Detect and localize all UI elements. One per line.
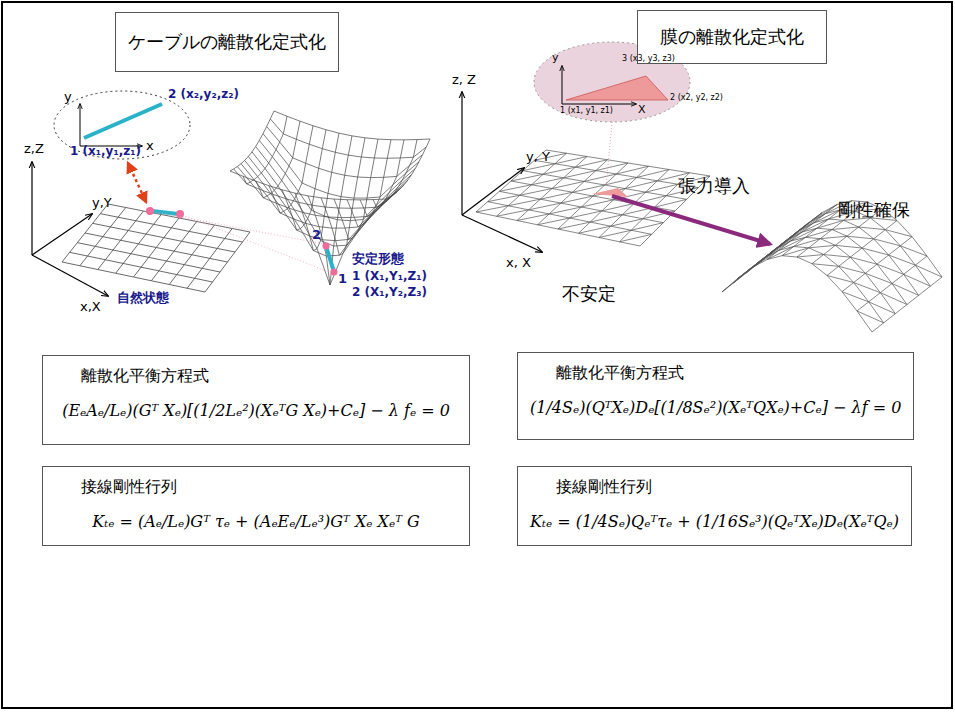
node-dot	[323, 243, 330, 250]
zoom-arrow	[128, 163, 146, 202]
axis-label: 2 (x2, y2, z2)	[670, 93, 723, 102]
membrane-element	[566, 76, 668, 100]
transform-arrow	[612, 196, 770, 244]
axis-label: x	[146, 139, 154, 154]
formula-heading: 離散化平衡方程式	[55, 366, 457, 387]
stage-label: 張力導入	[678, 176, 750, 197]
node-coordinate: 1 (x₁,y₁,z₁)	[70, 145, 141, 159]
axis-label: z,Z	[24, 142, 44, 157]
section-title-box: ケーブルの離散化定式化	[115, 12, 339, 72]
stable-cable-net	[230, 111, 430, 285]
formula-box: 離散化平衡方程式 (1/4Sₑ)(QᵀXₑ)Dₑ[(1/8Sₑ²)(XₑᵀQXₑ)…	[517, 352, 914, 440]
inset-ellipse	[534, 42, 690, 122]
node-coordinate: 1	[338, 272, 347, 287]
formula-heading: 接線剛性行列	[530, 477, 899, 498]
section-title: ケーブルの離散化定式化	[128, 30, 326, 54]
axis-label: y,Y	[92, 196, 112, 211]
formula: (EₑAₑ/Lₑ)(Gᵀ Xₑ)[(1/2Lₑ²)(XₑᵀG Xₑ)+Cₑ] −…	[55, 401, 457, 420]
axis-label: 1 (x1, y1, z1)	[560, 106, 613, 115]
node-coordinate: 2	[312, 228, 321, 243]
axis-label: z, Z	[452, 73, 476, 88]
formula-heading: 接線剛性行列	[55, 477, 457, 498]
formula-box: 接線剛性行列 Kₜₑ = (1/4Sₑ)Qₑᵀτₑ + (1/16Sₑ³)(Qₑᵀ…	[517, 466, 912, 546]
leader-line	[606, 122, 612, 188]
axis-label: y, Y	[526, 150, 550, 165]
axis-label: x, X	[506, 256, 531, 271]
formula-heading: 離散化平衡方程式	[530, 363, 901, 384]
formula: Kₜₑ = (Aₑ/Lₑ)Gᵀ τₑ + (AₑEₑ/Lₑ³)Gᵀ Xₑ Xₑᵀ…	[55, 512, 457, 531]
axis-label: x,X	[80, 300, 101, 315]
cable-element	[84, 104, 162, 138]
axis-label: y	[64, 90, 72, 105]
curved-membrane-mesh	[722, 201, 942, 332]
formula: Kₜₑ = (1/4Sₑ)Qₑᵀτₑ + (1/16Sₑ³)(QₑᵀXₑ)Dₑ(…	[530, 512, 899, 531]
axis-label: 3 (x3, y3, z3)	[622, 54, 675, 63]
flat-cable-net	[62, 204, 250, 292]
slide-frame	[2, 2, 952, 708]
inset-ellipse	[54, 91, 190, 159]
formula: (1/4Sₑ)(QᵀXₑ)Dₑ[(1/8Sₑ²)(XₑᵀQXₑ)+Cₑ] − λ…	[530, 398, 901, 417]
global-axes	[32, 162, 108, 296]
membrane-element	[592, 188, 628, 197]
leader-lines	[150, 211, 334, 274]
node-coordinate: 安定形態	[352, 252, 404, 267]
node-dot	[331, 269, 338, 276]
node-coordinate: 2 (x₂,y₂,z₂)	[168, 88, 239, 102]
global-axes	[462, 92, 542, 252]
section-title: 膜の離散化定式化	[660, 25, 804, 49]
flat-membrane-mesh	[476, 150, 710, 246]
node-coordinate: 2 (X₁,Y₂,Z₃)	[352, 286, 427, 300]
axis-label: y	[552, 52, 559, 65]
formula-box: 接線剛性行列 Kₜₑ = (Aₑ/Lₑ)Gᵀ τₑ + (AₑEₑ/Lₑ³)Gᵀ …	[42, 466, 470, 546]
formula-box: 離散化平衡方程式 (EₑAₑ/Lₑ)(Gᵀ Xₑ)[(1/2Lₑ²)(XₑᵀG X…	[42, 355, 470, 445]
node-coordinate: 自然状態	[117, 291, 169, 306]
cable-element	[326, 246, 334, 272]
axis-label: X	[638, 104, 646, 117]
stage-label: 剛性確保	[838, 200, 910, 221]
stage-label: 不安定	[562, 284, 616, 305]
node-coordinate: 1 (X₁,Y₁,Z₁)	[352, 270, 427, 284]
